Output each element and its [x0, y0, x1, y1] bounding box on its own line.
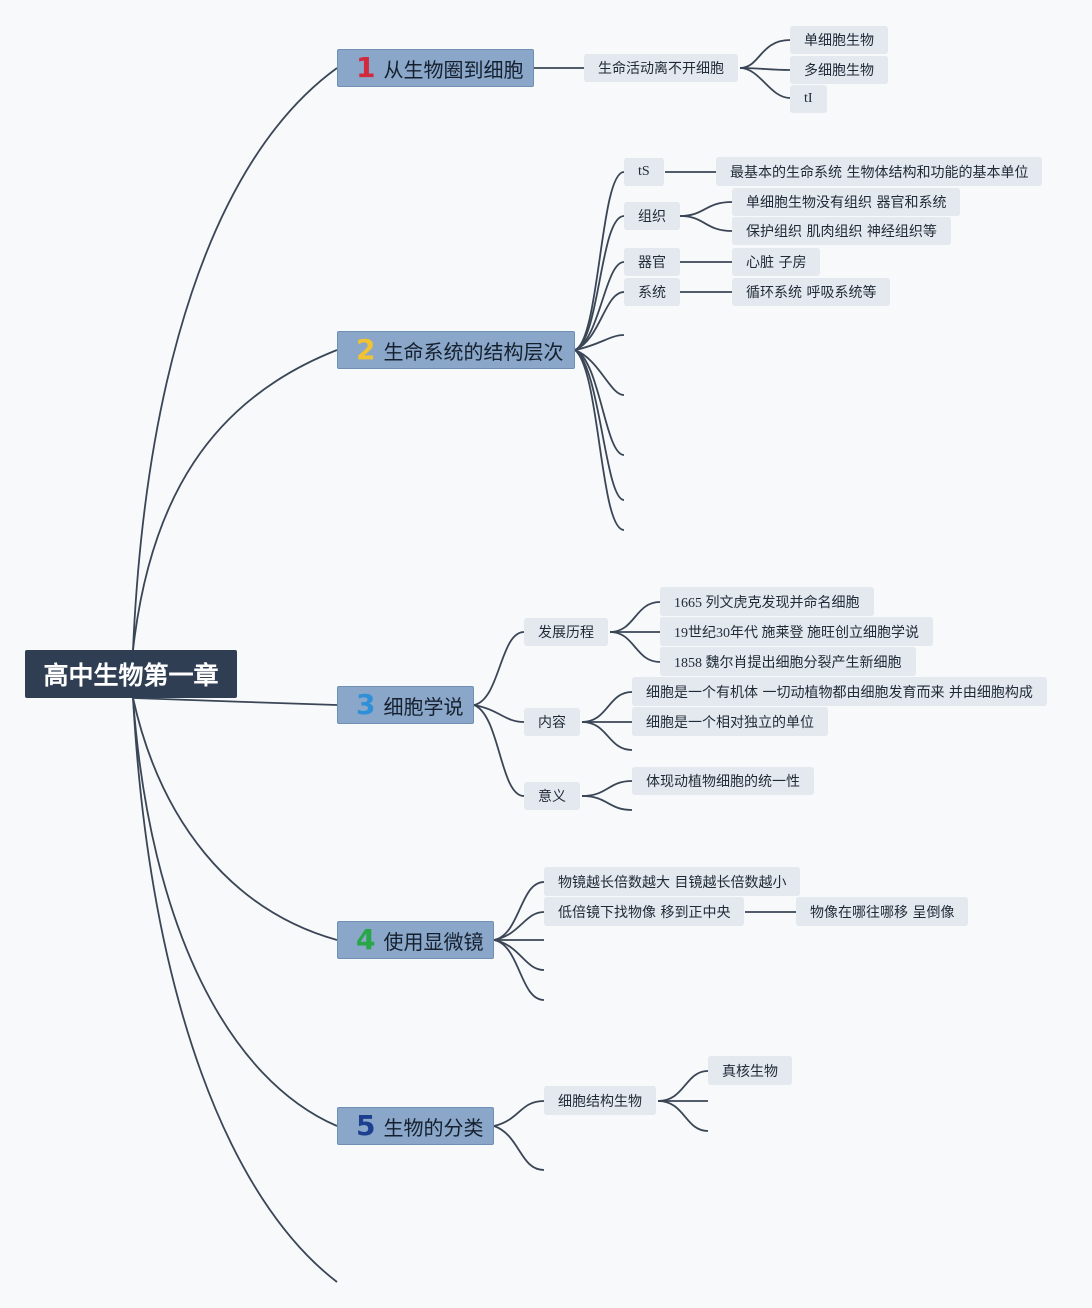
branch-5[interactable]: 5 生物的分类 [337, 1107, 494, 1145]
topic-label: 心脏 子房 [746, 255, 807, 271]
branch-title: 细胞学说 [383, 694, 464, 719]
branch-4[interactable]: 4 使用显微镜 [337, 921, 494, 959]
b2-item-ts[interactable]: tS [624, 158, 664, 186]
branch-title: 生物的分类 [383, 1115, 484, 1140]
topic-label: 细胞结构生物 [558, 1093, 642, 1110]
b2-leaf-tissue-2[interactable]: 保护组织 肌肉组织 神经组织等 [732, 217, 951, 245]
b2-item-organ[interactable]: 器官 [624, 248, 680, 276]
b4-item-2[interactable]: 低倍镜下找物像 移到正中央 [544, 897, 745, 926]
topic-label: 体现动植物细胞的统一性 [646, 774, 800, 790]
b2-item-tissue[interactable]: 组织 [624, 202, 680, 230]
b3-history-leaf-2[interactable]: 19世纪30年代 施莱登 施旺创立细胞学说 [660, 617, 933, 646]
b2-leaf-organ-1[interactable]: 心脏 子房 [732, 248, 821, 276]
branch-number: 5 [356, 1109, 376, 1142]
topic-label: 系统 [638, 285, 666, 301]
b5-leaf-1[interactable]: 真核生物 [708, 1056, 792, 1085]
topic-label: 组织 [638, 209, 666, 225]
topic-label: 内容 [538, 715, 566, 731]
b4-item-1[interactable]: 物镜越长倍数越大 目镜越长倍数越小 [544, 867, 801, 896]
topic-label: 意义 [538, 789, 566, 805]
b3-content-leaf-2[interactable]: 细胞是一个相对独立的单位 [632, 707, 828, 736]
b3-history-leaf-1[interactable]: 1665 列文虎克发现并命名细胞 [660, 587, 874, 616]
topic-label: 真核生物 [722, 1063, 778, 1080]
b5-sub-topic[interactable]: 细胞结构生物 [544, 1086, 656, 1115]
topic-label: 单细胞生物没有组织 器官和系统 [746, 195, 947, 211]
branch-number: 4 [356, 923, 376, 956]
b1-leaf-1[interactable]: 单细胞生物 [790, 26, 888, 54]
b2-leaf-ts-1[interactable]: 最基本的生命系统 生物体结构和功能的基本单位 [716, 157, 1043, 186]
topic-label: 保护组织 肌肉组织 神经组织等 [746, 224, 937, 240]
topic-label: 物像在哪往哪移 呈倒像 [810, 904, 955, 921]
b4-item-2-leaf[interactable]: 物像在哪往哪移 呈倒像 [796, 897, 969, 926]
b1-leaf-2[interactable]: 多细胞生物 [790, 56, 888, 84]
topic-label: tI [804, 91, 813, 106]
topic-label: 生命活动离不开细胞 [598, 61, 724, 77]
b2-leaf-system-1[interactable]: 循环系统 呼吸系统等 [732, 278, 891, 306]
branch-number: 3 [356, 688, 376, 721]
b3-meaning[interactable]: 意义 [524, 782, 580, 810]
b2-leaf-tissue-1[interactable]: 单细胞生物没有组织 器官和系统 [732, 188, 961, 216]
branch-title: 生命系统的结构层次 [383, 339, 564, 364]
branch-2[interactable]: 2 生命系统的结构层次 [337, 331, 575, 369]
topic-label: 细胞是一个有机体 一切动植物都由细胞发育而来 并由细胞构成 [646, 684, 1033, 701]
b3-meaning-leaf-1[interactable]: 体现动植物细胞的统一性 [632, 767, 814, 795]
b3-content-leaf-1[interactable]: 细胞是一个有机体 一切动植物都由细胞发育而来 并由细胞构成 [632, 677, 1047, 706]
topic-label: 最基本的生命系统 生物体结构和功能的基本单位 [730, 164, 1029, 181]
topic-label: 19世纪30年代 施莱登 施旺创立细胞学说 [674, 625, 919, 641]
branch-title: 从生物圈到细胞 [383, 57, 524, 82]
branch-title: 使用显微镜 [383, 929, 484, 954]
topic-label: 单细胞生物 [804, 33, 874, 49]
topic-label: 循环系统 呼吸系统等 [746, 285, 877, 301]
topic-label: 物镜越长倍数越大 目镜越长倍数越小 [558, 874, 787, 891]
b3-history[interactable]: 发展历程 [524, 618, 608, 646]
b2-item-system[interactable]: 系统 [624, 278, 680, 306]
topic-label: 细胞是一个相对独立的单位 [646, 714, 814, 731]
branch-3[interactable]: 3 细胞学说 [337, 686, 474, 724]
b1-sub-topic[interactable]: 生命活动离不开细胞 [584, 54, 738, 82]
topic-label: 1665 列文虎克发现并命名细胞 [674, 595, 860, 611]
b1-leaf-3[interactable]: tI [790, 85, 827, 113]
root-title: 高中生物第一章 [43, 661, 219, 690]
branch-1[interactable]: 1 从生物圈到细胞 [337, 49, 534, 87]
b3-history-leaf-3[interactable]: 1858 魏尔肖提出细胞分裂产生新细胞 [660, 647, 916, 676]
topic-label: tS [638, 164, 650, 179]
branch-number: 1 [356, 51, 376, 84]
topic-label: 低倍镜下找物像 移到正中央 [558, 904, 731, 921]
topic-label: 发展历程 [538, 625, 594, 641]
root-topic[interactable]: 高中生物第一章 [25, 650, 237, 698]
b3-content[interactable]: 内容 [524, 708, 580, 736]
topic-label: 多细胞生物 [804, 63, 874, 79]
topic-label: 器官 [638, 255, 666, 271]
topic-label: 1858 魏尔肖提出细胞分裂产生新细胞 [674, 655, 902, 671]
branch-number: 2 [356, 333, 376, 366]
